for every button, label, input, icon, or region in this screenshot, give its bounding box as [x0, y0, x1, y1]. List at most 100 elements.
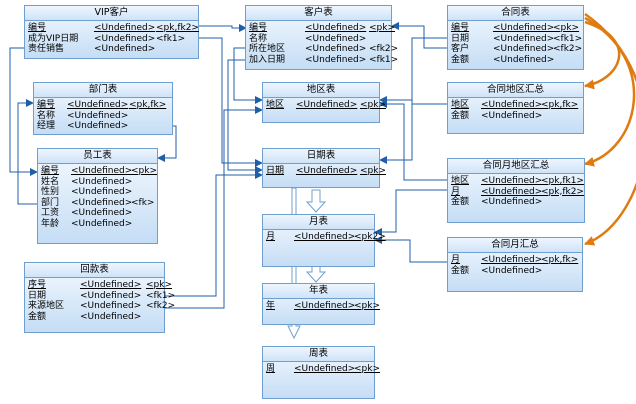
column-key: <fk1> [156, 33, 186, 44]
table-row: 所在地区<Undefined><fk2> [249, 44, 398, 55]
column-type: <Undefined> [71, 218, 133, 229]
column-name: 客户 [451, 44, 470, 54]
column-name: 日期 [451, 33, 470, 44]
table-title: 地区表 [263, 83, 379, 98]
table-vip[interactable]: VIP客户编号<Undefined><pk,fk2>成为VIP日期<Undefi… [24, 5, 199, 59]
table-row: 性别 <Undefined> [41, 187, 154, 198]
table-htydq[interactable]: 合同月地区汇总地区<Undefined><pk,fk1>月<Undefined>… [447, 158, 585, 223]
table-row: 地区<Undefined><pk,fk1> [451, 176, 584, 187]
hier-riqi-yue [305, 189, 327, 213]
column-key: <fk2> [369, 44, 399, 54]
table-row: 月<Undefined><pk,fk2> [451, 186, 584, 198]
link-hetong-riqi [379, 37, 448, 164]
column-type: <Undefined> [71, 166, 133, 176]
column-name: 经理 [37, 121, 56, 131]
column-type: <Undefined> [294, 364, 356, 374]
table-row: 经理 <Undefined> [37, 121, 169, 132]
table-row: 姓名<Undefined> [41, 177, 154, 188]
column-name: 地区 [266, 100, 285, 110]
table-title: 合同地区汇总 [448, 83, 583, 98]
agg-hetong-htdq [584, 20, 621, 90]
column-type: <Undefined> [80, 290, 142, 301]
column-key: <pk,fk2> [541, 186, 584, 197]
table-diqu[interactable]: 地区表地区<Undefined><pk> [262, 82, 386, 123]
column-name: 名称 [37, 110, 56, 121]
column-key: <pk> [354, 364, 381, 374]
column-name: 性别 [41, 187, 60, 197]
column-type: <Undefined> [493, 33, 555, 44]
link-yuangong-bumen [17, 99, 37, 205]
column-name: 日期 [266, 166, 285, 176]
table-row: 加入日期<Undefined><fk1> [249, 54, 398, 66]
table-title: 年表 [263, 284, 374, 299]
column-name: 月 [451, 186, 461, 197]
table-riqi[interactable]: 日期表日期<Undefined><pk> [262, 148, 386, 188]
table-row: 成为VIP日期<Undefined><fk1> [28, 34, 195, 45]
column-key: <fk1> [369, 54, 399, 65]
link-huikuan-riqi [165, 171, 263, 297]
table-huikuan[interactable]: 回款表序号<Undefined><pk>日期<Undefined><fk1>来源… [24, 262, 175, 333]
column-name: 所在地区 [249, 44, 286, 54]
column-name: 来源地区 [28, 301, 65, 311]
column-type: <Undefined> [71, 187, 133, 197]
table-htyue[interactable]: 合同月汇总月<Undefined><pk,fk>金额<Undefined> [447, 237, 583, 292]
table-row: 编号<Undefined><pk> [41, 166, 157, 177]
table-row: 年龄<Undefined> [41, 219, 154, 230]
column-type: <Undefined> [71, 208, 133, 218]
table-nian[interactable]: 年表年<Undefined><pk> [262, 283, 380, 325]
link-hetong-kehu [391, 22, 448, 49]
column-name: 编号 [37, 100, 56, 110]
column-name: 姓名 [41, 176, 60, 187]
column-name: 周 [266, 364, 276, 374]
agg-hetong-htyue [584, 12, 636, 246]
link-htydq-yue [374, 189, 448, 236]
column-name: 加入日期 [249, 54, 286, 65]
column-type: <Undefined> [80, 301, 142, 311]
column-key: <fk2> [553, 44, 583, 54]
table-title: VIP客户 [25, 6, 198, 21]
table-row: 编号<Undefined><pk,fk2> [28, 23, 199, 34]
table-row: 金额<Undefined> [451, 111, 580, 122]
column-name: 金额 [28, 311, 47, 322]
table-title: 客户表 [246, 6, 391, 21]
column-type: <Undefined> [305, 23, 367, 33]
table-hetong[interactable]: 合同表编号<Undefined><pk>日期<Undefined><fk1>客户… [447, 5, 584, 70]
table-row: 地区<Undefined><pk> [266, 100, 386, 111]
table-row: 序号<Undefined><pk> [28, 280, 172, 291]
table-row: 月<Undefined><pk,fk> [451, 255, 579, 266]
table-row: 部门<Undefined><fk> [41, 198, 154, 209]
column-key: <pk2> [354, 232, 386, 242]
link-huikuan-diqu [165, 106, 263, 309]
column-type: <Undefined> [296, 100, 358, 110]
column-type: <Undefined> [481, 176, 543, 186]
column-type: <Undefined> [294, 301, 356, 311]
column-name: 金额 [451, 54, 470, 65]
table-htdq[interactable]: 合同地区汇总地区<Undefined><pk,fk>金额<Undefined> [447, 82, 584, 134]
table-zhou[interactable]: 周表周<Undefined><pk> [262, 346, 380, 399]
column-type: <Undefined> [94, 44, 156, 54]
table-row: 日期<Undefined><pk> [266, 166, 386, 177]
table-row: 日期<Undefined><fk1> [451, 33, 582, 45]
link-htydq-diqu [379, 100, 448, 181]
table-row: 金额<Undefined> [451, 266, 579, 277]
link-htyue-yue [374, 236, 448, 263]
table-title: 月表 [263, 215, 374, 230]
table-row: 编号<Undefined><pk> [249, 23, 395, 34]
column-type: <Undefined> [67, 121, 129, 131]
column-name: 月 [451, 255, 461, 265]
column-type: <Undefined> [80, 280, 142, 290]
table-row: 金额<Undefined> [451, 197, 581, 208]
column-name: 名称 [249, 33, 268, 44]
agg-hetong-htydq [584, 16, 636, 167]
column-name: 责任销售 [28, 44, 65, 54]
table-row: 工资<Undefined> [41, 208, 154, 219]
column-type: <Undefined> [481, 255, 543, 265]
table-row: 金额<Undefined> [28, 312, 161, 323]
table-yuangong[interactable]: 员工表编号<Undefined><pk>姓名<Undefined>性别<Unde… [37, 148, 158, 244]
table-yue[interactable]: 月表月<Undefined><pk2> [262, 214, 386, 267]
column-name: 金额 [451, 265, 470, 276]
table-bumen[interactable]: 部门表编号<Undefined><pk,fk>名称<Undefined>经理<U… [33, 82, 173, 135]
column-key: <fk> [131, 197, 155, 208]
table-kehu[interactable]: 客户表编号<Undefined><pk>名称 <Undefined> 所在地区<Un… [245, 5, 398, 70]
column-key: <pk> [360, 166, 387, 176]
